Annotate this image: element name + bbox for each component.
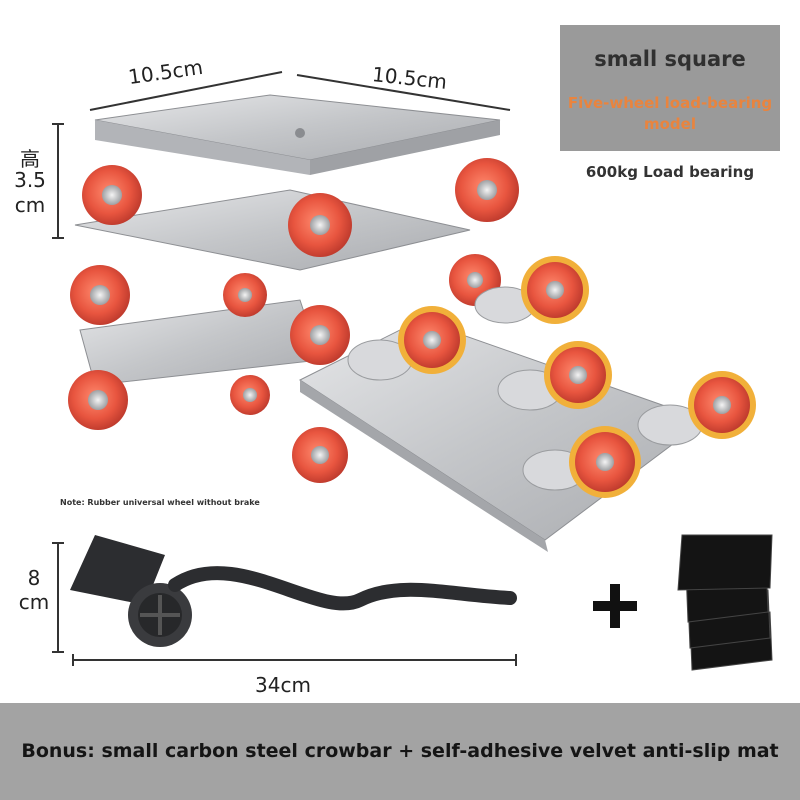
crowbar xyxy=(70,535,517,647)
crowbar-height-value: 8 xyxy=(27,566,41,590)
model-label-box: small square Five-wheel load-bearing mod… xyxy=(560,25,780,151)
anti-slip-mats xyxy=(677,534,773,671)
model-subtitle: Five-wheel load-bearing model xyxy=(567,94,773,133)
five-wheel-plate xyxy=(298,256,756,552)
height-unit: cm xyxy=(14,193,46,217)
plus-sign xyxy=(593,584,637,628)
bonus-bar: Bonus: small carbon steel crowbar + self… xyxy=(0,703,800,800)
height-value: 3.5 xyxy=(14,168,46,192)
crowbar-length: 34cm xyxy=(255,673,311,697)
model-title: small square xyxy=(594,47,746,71)
dolly-stack xyxy=(68,94,519,483)
dimension-lines xyxy=(52,71,517,666)
wheel-note: Note: Rubber universal wheel without bra… xyxy=(60,498,260,507)
load-bearing-text: 600kg Load bearing xyxy=(585,163,755,181)
crowbar-height-unit: cm xyxy=(18,590,50,614)
height-char: 高 xyxy=(20,147,40,171)
bonus-text: Bonus: small carbon steel crowbar + self… xyxy=(21,740,779,762)
